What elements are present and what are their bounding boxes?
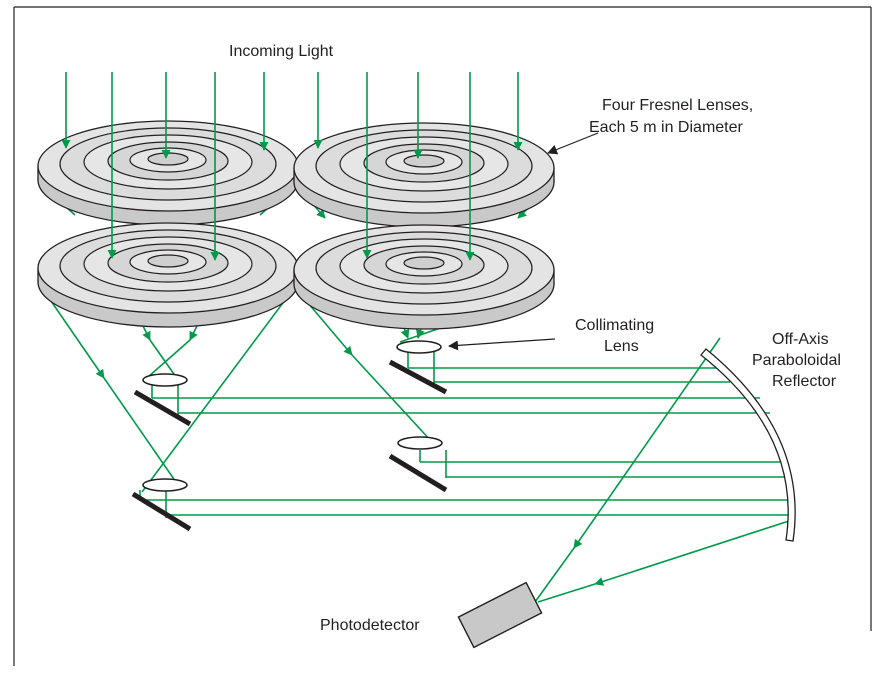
figure-frame [13,6,872,666]
photodetector-icon [457,581,543,649]
fresnel-lens-top-left [37,120,299,226]
fresnel-lens-icon [293,122,555,228]
collimating-lens-icon [397,436,443,450]
flat-mirror-icon [133,389,192,427]
fresnel-lens-icon [37,120,299,226]
collimating-lens-2 [142,478,188,492]
callout-arrows [448,132,599,351]
fresnel-lens-top-right [293,122,555,228]
label-reflector-line2: Paraboloidal [752,352,841,369]
collimating-lens-3 [396,340,442,354]
label-fresnel-lenses-line2: Each 5 m in Diameter [589,119,744,136]
photodetector [457,581,543,649]
label-reflector-line1: Off-Axis [772,331,829,348]
label-fresnel-lenses-line1: Four Fresnel Lenses, [602,97,753,114]
flat-mirror-icon [388,359,448,395]
incoming-light-rays [61,72,523,261]
fresnel-lens-icon [37,222,299,328]
labels: Incoming Light Four Fresnel Lenses, Each… [229,43,841,634]
label-reflector-line3: Reflector [772,373,837,390]
collimating-lens-4 [397,436,443,450]
flat-mirror-icon [388,453,448,493]
collimating-lens-icon [142,478,188,492]
label-collimating-line2: Lens [604,338,639,355]
paraboloidal-reflector [700,348,796,542]
label-photodetector: Photodetector [320,617,420,634]
collimating-lens-1 [142,373,188,387]
collimating-lens-icon [396,340,442,354]
fresnel-lens-bottom-right [293,224,555,330]
fresnel-lens-bottom-left [37,222,299,328]
paraboloidal-reflector-icon [700,348,796,542]
flat-mirrors [131,359,448,532]
fresnel-lens-icon [293,224,555,330]
collimating-lens-icon [142,373,188,387]
flat-mirror-icon [131,491,192,532]
label-incoming-light: Incoming Light [229,43,334,60]
label-collimating-line1: Collimating [575,317,654,334]
